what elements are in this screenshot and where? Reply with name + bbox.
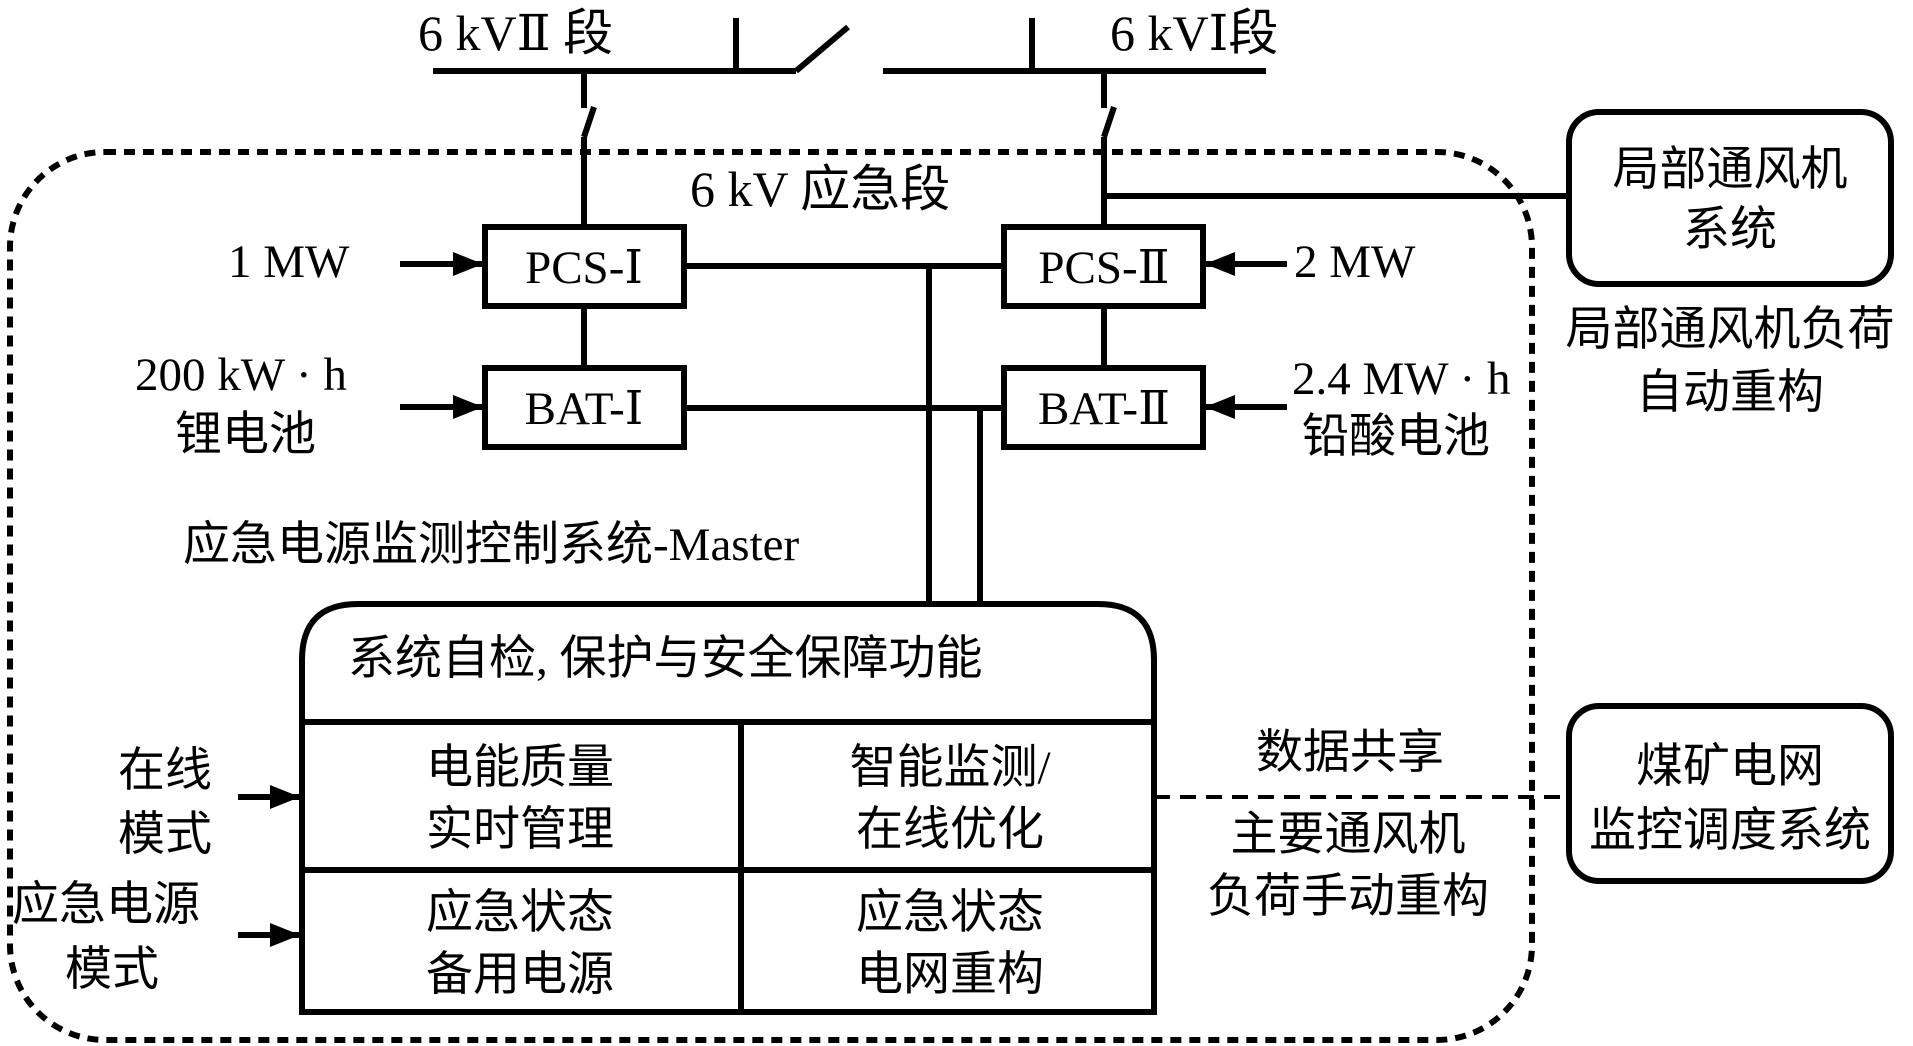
bat2-capacity-label: 2.4 MW · h — [1292, 353, 1510, 405]
online-mode-line1: 在线 — [118, 745, 212, 797]
fan-system-line2: 系统 — [1683, 204, 1777, 256]
busbar-left: 6 kVⅡ 段 — [418, 5, 850, 74]
bus-tie-switch — [794, 24, 850, 74]
bat2-label: BAT-Ⅱ — [1038, 383, 1170, 435]
bat2-box — [1001, 365, 1206, 450]
pcs2-label: PCS-Ⅱ — [1038, 242, 1169, 294]
data-sharing-label: 数据共享 — [1256, 727, 1444, 779]
online-mode-line2: 模式 — [118, 809, 212, 861]
bat1-capacity-label: 200 kW · h — [135, 349, 347, 401]
master-system-label: 应急电源监测控制系统-Master — [183, 519, 800, 571]
pcs2-input-label: 2 MW — [1294, 236, 1416, 288]
control-box-header: 系统自检, 保护与安全保障功能 — [348, 633, 983, 685]
bat1-type-label: 锂电池 — [175, 409, 316, 461]
cell-smart-monitor-line2: 在线优化 — [856, 804, 1044, 856]
grid-system-line2: 监控调度系统 — [1589, 805, 1871, 857]
pcs1-label: PCS-Ⅰ — [525, 242, 643, 294]
cell-smart-monitor-line1: 智能监测/ — [849, 742, 1051, 794]
cell-backup-power-line1: 应急状态 — [426, 887, 614, 939]
grid-monitor-system-box — [1566, 703, 1894, 884]
control-box: 系统自检, 保护与安全保障功能 电能质量 实时管理 智能监测/ 在线优化 应急状… — [299, 601, 1157, 1015]
bat2-type-label: 铅酸电池 — [1302, 411, 1490, 463]
fan-system-caption-line2: 自动重构 — [1636, 367, 1824, 419]
pcs1-input-label: 1 MW — [228, 236, 350, 288]
data-link-caption-line1: 主要通风机 — [1231, 809, 1466, 861]
emergency-mode-line1: 应急电源 — [12, 879, 200, 931]
bat1-box — [482, 365, 687, 450]
feeder-left-switch — [581, 106, 597, 138]
fan-system-line1: 局部通风机 — [1613, 144, 1848, 196]
fan-system-caption-line1: 局部通风机负荷 — [1566, 304, 1895, 356]
feeder-left — [581, 71, 597, 224]
emergency-mode-line2: 模式 — [65, 944, 159, 996]
cell-power-quality-line2: 实时管理 — [426, 804, 614, 856]
cell-power-quality-line1: 电能质量 — [426, 742, 614, 794]
busbar-left-label: 6 kVⅡ 段 — [418, 5, 613, 61]
cell-grid-reconfig-line2: 电网重构 — [856, 949, 1044, 1001]
cell-backup-power-line2: 备用电源 — [426, 949, 614, 1001]
grid-system-line1: 煤矿电网 — [1636, 741, 1824, 793]
feeder-right — [1101, 71, 1569, 224]
busbar-right: 6 kVⅠ段 — [883, 5, 1278, 74]
fan-system-box — [1566, 109, 1894, 287]
emergency-bus-label: 6 kV 应急段 — [690, 161, 950, 217]
emergency-system-boundary — [7, 149, 1535, 1043]
feeder-right-switch — [1101, 106, 1117, 138]
control-signal-lines — [684, 263, 1004, 604]
bat1-label: BAT-Ⅰ — [525, 383, 644, 435]
busbar-right-label: 6 kVⅠ段 — [1110, 5, 1278, 61]
data-link-caption-line2: 负荷手动重构 — [1207, 871, 1489, 923]
cell-grid-reconfig-line1: 应急状态 — [856, 887, 1044, 939]
